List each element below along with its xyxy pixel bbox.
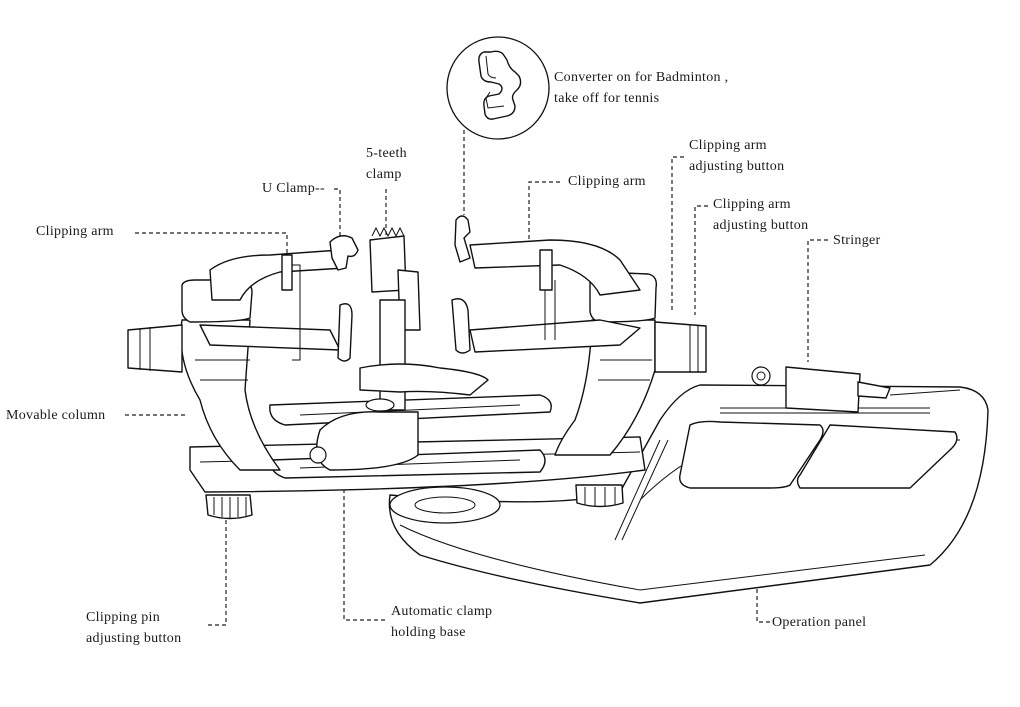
leader-adjust-1 [671, 156, 684, 310]
converter-icon [478, 50, 522, 120]
label-adjust-1-line1: Clipping arm [689, 138, 767, 153]
converter-callout [446, 36, 550, 215]
label-converter: Converter on for Badminton , take off fo… [554, 67, 728, 109]
label-clipping-arm-adjusting-button-2: Clipping arm adjusting button [713, 194, 808, 236]
label-movable-column: Movable column [6, 405, 105, 426]
label-automatic-clamp-holding-base: Automatic clamp holding base [391, 601, 492, 643]
stringer [751, 366, 961, 413]
leader-u-clamp [334, 188, 341, 238]
label-clipping-arm-adjusting-button-1: Clipping arm adjusting button [689, 135, 784, 177]
clipping-arm-right [451, 239, 641, 354]
clipping-arm-left [199, 249, 353, 362]
label-u-clamp-text: U Clamp-- [262, 181, 325, 196]
label-five-teeth-clamp: 5-teeth clamp [366, 143, 407, 185]
label-five-teeth-line2: clamp [366, 167, 402, 182]
automatic-clamp-holding-base [309, 299, 489, 471]
label-converter-line1: Converter on for Badminton , [554, 70, 729, 85]
label-stringer-text: Stringer [833, 233, 881, 248]
label-stringer: Stringer [833, 230, 881, 251]
label-five-teeth-line1: 5-teeth [366, 146, 407, 161]
label-clipping-pin-line1: Clipping pin [86, 610, 160, 625]
label-clipping-arm-left: Clipping arm [36, 221, 114, 242]
u-clamp [329, 215, 471, 271]
leader-adjust-2 [694, 205, 708, 315]
leader-stringer [807, 239, 828, 362]
label-clamp-base-line1: Automatic clamp [391, 604, 493, 619]
label-adjust-2-line1: Clipping arm [713, 197, 791, 212]
five-teeth-clamp [369, 226, 421, 331]
label-converter-line2: take off for tennis [554, 91, 660, 106]
label-operation-panel: Operation panel [772, 612, 866, 633]
label-operation-panel-text: Operation panel [772, 615, 867, 630]
label-movable-column-text: Movable column [6, 408, 106, 423]
label-clipping-pin-adjusting-button: Clipping pin adjusting button [86, 607, 181, 649]
label-u-clamp: U Clamp-- [262, 178, 325, 199]
leader-clipping-arm-left [135, 232, 288, 262]
label-clipping-arm-left-text: Clipping arm [36, 224, 114, 239]
label-clipping-arm-right-text: Clipping arm [568, 174, 646, 189]
knobs [205, 484, 624, 520]
leader-clipping-pin [208, 518, 227, 626]
label-clipping-arm-right: Clipping arm [568, 171, 646, 192]
leader-clipping-arm-right [528, 181, 560, 245]
label-adjust-2-line2: adjusting button [713, 218, 809, 233]
label-clipping-pin-line2: adjusting button [86, 631, 182, 646]
operation-panel [388, 384, 989, 604]
label-adjust-1-line2: adjusting button [689, 159, 785, 174]
label-clamp-base-line2: holding base [391, 625, 466, 640]
movable-column-left [127, 279, 281, 471]
